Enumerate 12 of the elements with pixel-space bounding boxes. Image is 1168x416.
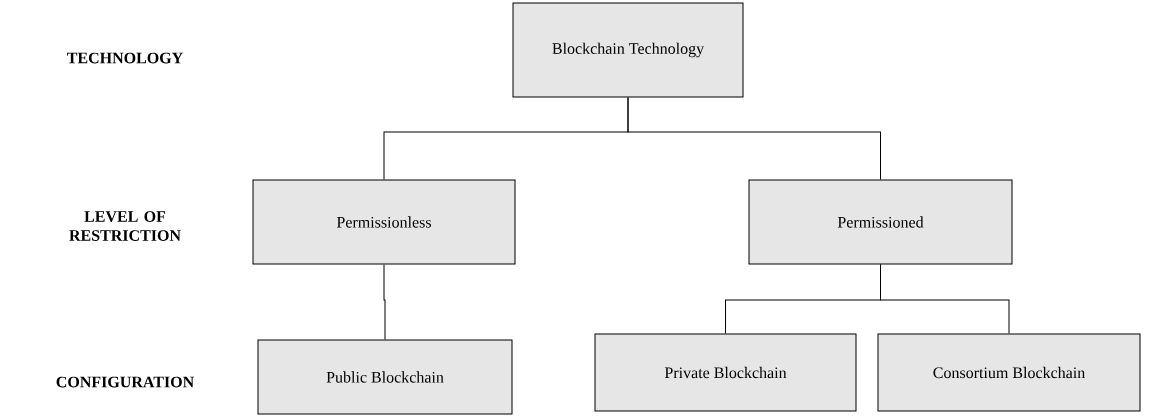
level-label: CONFIGURATION: [56, 376, 194, 388]
level-label: TECHNOLOGY: [67, 52, 183, 64]
connector-line: [627, 97, 881, 180]
tree-box: Permissioned: [748, 179, 1013, 265]
tree-box: Private Blockchain: [594, 333, 857, 412]
connector-line: [383, 264, 386, 340]
level-label: LEVEL OF RESTRICTION: [69, 211, 181, 241]
tree-box: Public Blockchain: [257, 339, 513, 415]
connector-line: [880, 264, 1010, 334]
tree-box: Permissionless: [252, 179, 516, 265]
tree-box: Blockchain Technology: [512, 2, 744, 98]
tree-box: Consortium Blockchain: [877, 333, 1141, 412]
